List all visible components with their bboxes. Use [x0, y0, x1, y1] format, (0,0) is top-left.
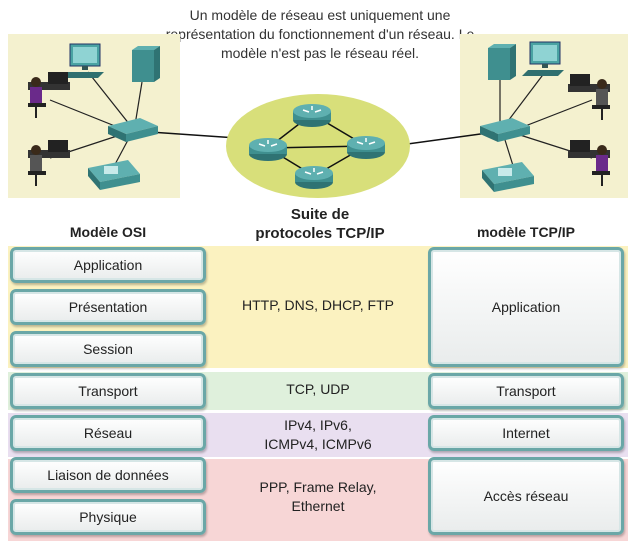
tcpip-layer-transport: Transport: [428, 373, 624, 409]
suite-link-line2: Ethernet: [291, 498, 345, 514]
server-icon: [488, 44, 516, 80]
ip-phone-icon: [88, 160, 140, 190]
suite-network-line1: IPv4, IPv6,: [284, 417, 352, 433]
ip-phone-icon: [482, 162, 534, 192]
osi-layer-network: Réseau: [10, 415, 206, 451]
server-icon: [132, 46, 160, 82]
router-icon: [293, 104, 331, 127]
router-icon: [347, 136, 385, 159]
tcpip-suite-header-line1: Suite de: [290, 206, 350, 223]
suite-transport-protocols: TCP, UDP: [286, 381, 350, 397]
osi-layer-application: Application: [10, 247, 206, 283]
suite-application-protocols: HTTP, DNS, DHCP, FTP: [242, 297, 394, 313]
osi-layer-session: Session: [10, 331, 206, 367]
tcpip-layer-internet: Internet: [428, 415, 624, 451]
tcpip-suite-header-line2: protocoles TCP/IP: [255, 225, 385, 242]
suite-link-line1: PPP, Frame Relay,: [259, 479, 377, 495]
tcpip-suite-header: Suite de protocoles TCP/IP: [220, 205, 420, 243]
router-icon: [249, 138, 287, 161]
osi-layer-transport: Transport: [10, 373, 206, 409]
network-illustration: [28, 41, 610, 198]
user-at-desk-icon: [568, 140, 610, 186]
user-at-desk-icon: [568, 74, 610, 120]
suite-network-protocols: IPv4, IPv6, ICMPv4, ICMPv6: [212, 416, 424, 454]
tcpip-model-header: modèle TCP/IP: [476, 224, 576, 240]
switch-icon: [480, 118, 530, 142]
osi-layer-physical: Physique: [10, 499, 206, 535]
network-cloud: [226, 94, 410, 198]
osi-model-header: Modèle OSI: [69, 224, 147, 240]
desktop-computer-icon: [522, 41, 564, 76]
osi-layer-presentation: Présentation: [10, 289, 206, 325]
suite-network-line2: ICMPv4, ICMPv6: [264, 436, 372, 452]
user-at-desk-icon: [28, 72, 70, 118]
tcpip-layer-application: Application: [428, 247, 624, 367]
suite-link-protocols: PPP, Frame Relay, Ethernet: [212, 478, 424, 516]
desktop-computer-icon: [62, 43, 104, 78]
tcpip-layer-network-access: Accès réseau: [428, 457, 624, 535]
osi-layer-data-link: Liaison de données: [10, 457, 206, 493]
diagram-caption: Un modèle de réseau est uniquement une r…: [165, 7, 475, 61]
router-icon: [295, 166, 333, 189]
user-at-desk-icon: [28, 140, 70, 186]
switch-icon: [108, 118, 158, 142]
